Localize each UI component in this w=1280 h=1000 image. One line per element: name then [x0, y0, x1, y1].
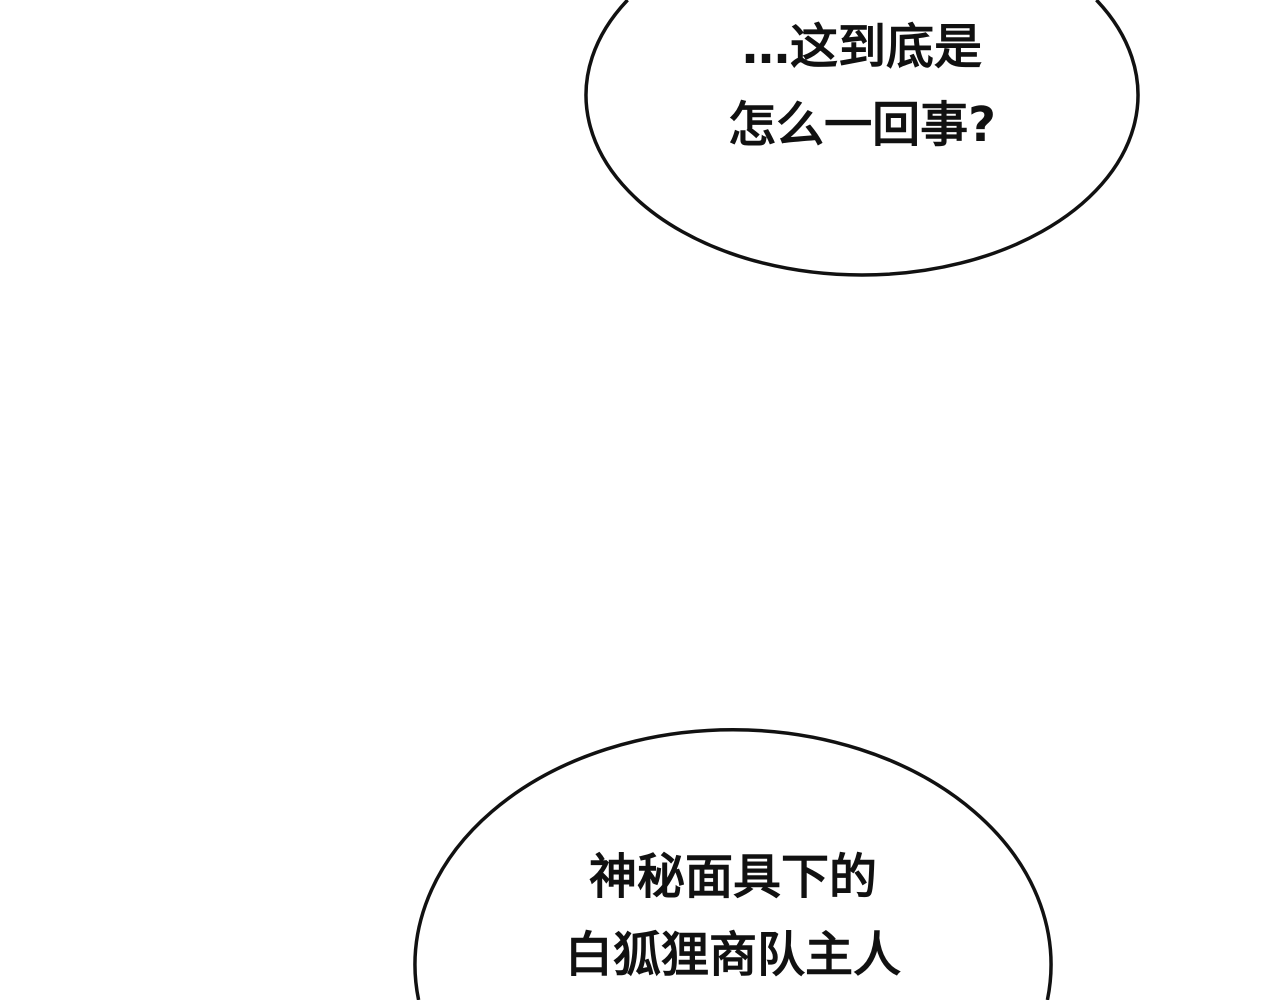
speech-bubble-bottom	[413, 727, 1053, 1000]
dialogue-line: …这到底是	[741, 19, 982, 75]
dialogue-line: 怎么一回事?	[728, 97, 996, 153]
dialogue-line: 神秘面具下的	[588, 849, 877, 905]
dialogue-line: 白狐狸商队主人	[564, 927, 901, 983]
speech-bubble-bottom-text: 神秘面具下的 白狐狸商队主人	[533, 838, 933, 994]
speech-bubble-top	[584, 0, 1140, 277]
speech-bubble-top-text: …这到底是 怎么一回事?	[662, 8, 1062, 164]
